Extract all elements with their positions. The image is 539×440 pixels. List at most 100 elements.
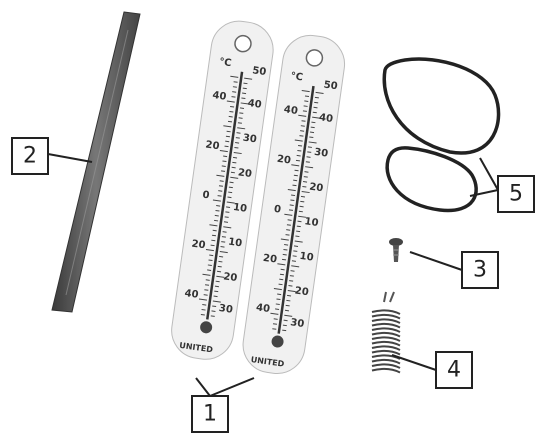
tick-mark bbox=[204, 295, 208, 296]
tick-mark bbox=[209, 255, 213, 256]
tick-mark bbox=[214, 291, 218, 292]
tick-mark bbox=[202, 310, 206, 311]
spring-coil bbox=[372, 342, 400, 346]
tick-mark bbox=[293, 180, 297, 181]
scale-right-3: 20 bbox=[237, 167, 252, 180]
tick-mark bbox=[286, 235, 290, 236]
tick-mark bbox=[282, 259, 286, 260]
tick-mark bbox=[297, 155, 301, 156]
scale-right-0: 50 bbox=[323, 80, 338, 93]
tick-mark bbox=[236, 138, 240, 139]
tick-mark bbox=[223, 232, 227, 233]
tick-mark bbox=[304, 172, 308, 173]
tick-mark bbox=[286, 230, 290, 231]
tick-mark bbox=[238, 123, 242, 124]
tick-mark bbox=[225, 212, 229, 213]
tick-mark bbox=[297, 150, 301, 151]
tick-mark bbox=[300, 131, 304, 132]
scale-left-3: 20 bbox=[262, 253, 277, 266]
tick-mark bbox=[228, 192, 232, 193]
tick-mark bbox=[303, 182, 307, 183]
tick-mark bbox=[231, 172, 235, 173]
tick-mark bbox=[213, 230, 217, 231]
tick-mark bbox=[302, 186, 306, 187]
scale-right-4: 10 bbox=[304, 216, 319, 229]
tick-mark bbox=[272, 329, 276, 330]
callout-label: 1 bbox=[203, 402, 217, 427]
tick-mark bbox=[232, 97, 236, 98]
scale-left-0: 40 bbox=[283, 104, 298, 117]
tick-mark bbox=[277, 294, 281, 295]
tick-mark bbox=[295, 236, 299, 237]
tick-mark bbox=[222, 237, 226, 238]
tick-mark bbox=[282, 330, 286, 331]
scale-left-4: 40 bbox=[184, 288, 199, 301]
tick-mark bbox=[301, 126, 305, 127]
tick-mark bbox=[229, 116, 233, 117]
tick-mark bbox=[232, 92, 236, 93]
tick-mark bbox=[229, 187, 233, 188]
tick-mark bbox=[307, 152, 311, 153]
tick-mark bbox=[294, 175, 298, 176]
tick-mark bbox=[232, 162, 236, 163]
tick-mark bbox=[212, 306, 216, 307]
tick-mark bbox=[307, 157, 311, 158]
spring-coil bbox=[372, 319, 400, 323]
tick-mark bbox=[234, 82, 238, 83]
tick-mark bbox=[308, 147, 312, 148]
tick-mark bbox=[300, 206, 304, 207]
callout-label: 3 bbox=[473, 258, 487, 283]
tick-mark bbox=[293, 251, 297, 252]
tick-mark bbox=[215, 215, 219, 216]
tick-mark bbox=[214, 220, 218, 221]
callout-5: 5 bbox=[498, 176, 534, 212]
tick-mark bbox=[304, 101, 308, 102]
tick-mark bbox=[224, 222, 228, 223]
tick-mark bbox=[314, 107, 318, 108]
tick-mark bbox=[225, 217, 229, 218]
tick-mark bbox=[211, 245, 215, 246]
tick-mark bbox=[286, 305, 290, 306]
tick-mark bbox=[281, 269, 285, 270]
unit-label: °C bbox=[218, 57, 232, 70]
scale-right-5: 10 bbox=[299, 251, 314, 264]
tick-mark bbox=[313, 112, 317, 113]
tick-mark bbox=[304, 177, 308, 178]
tick-mark bbox=[314, 102, 318, 103]
tick-mark bbox=[218, 196, 222, 197]
tick-mark bbox=[241, 98, 245, 99]
tick-mark bbox=[280, 274, 284, 275]
scale-left-4: 40 bbox=[255, 302, 270, 315]
tick-mark bbox=[217, 271, 221, 272]
tick-mark bbox=[291, 195, 295, 196]
tick-mark bbox=[230, 106, 234, 107]
tick-mark bbox=[239, 113, 243, 114]
tick-mark bbox=[215, 210, 219, 211]
tick-mark bbox=[276, 304, 280, 305]
tick-mark bbox=[304, 106, 308, 107]
spring-coil bbox=[372, 328, 400, 332]
tick-mark bbox=[286, 300, 290, 301]
callout-1: 1 bbox=[192, 396, 228, 432]
tick-mark bbox=[211, 311, 215, 312]
wooden-rod bbox=[52, 12, 140, 312]
tick-mark bbox=[295, 170, 299, 171]
tick-mark bbox=[296, 160, 300, 161]
tick-mark bbox=[239, 118, 243, 119]
callout-3: 3 bbox=[462, 252, 498, 288]
tick-mark bbox=[283, 325, 287, 326]
tick-mark bbox=[235, 143, 239, 144]
tick-mark bbox=[275, 309, 279, 310]
tick-mark bbox=[287, 225, 291, 226]
tick-mark bbox=[279, 279, 283, 280]
scale-right-6: 20 bbox=[223, 271, 238, 284]
tick-mark bbox=[232, 167, 236, 168]
tick-mark bbox=[288, 286, 292, 287]
tick-mark bbox=[226, 136, 230, 137]
scale-right-3: 20 bbox=[309, 182, 324, 195]
tick-mark bbox=[202, 305, 206, 306]
tick-mark bbox=[279, 284, 283, 285]
tick-mark bbox=[310, 132, 314, 133]
tick-mark bbox=[227, 131, 231, 132]
callout-2: 2 bbox=[12, 138, 48, 174]
